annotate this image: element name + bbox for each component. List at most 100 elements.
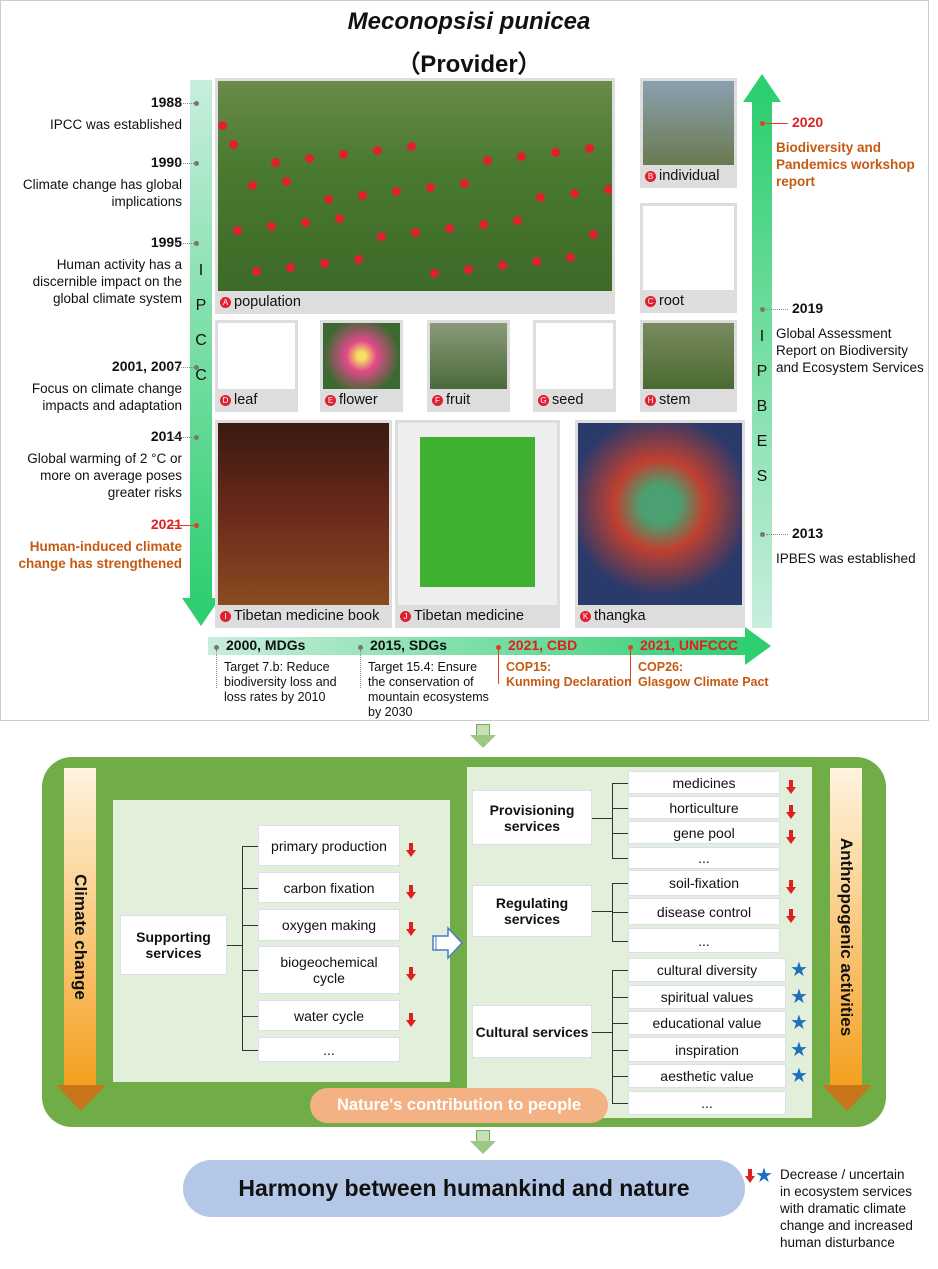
service-item: soil-fixation	[628, 870, 780, 896]
flower-mark	[358, 191, 367, 200]
ipbes-letter: P	[756, 363, 768, 380]
flower-mark	[339, 150, 348, 159]
legend-line: in ecosystem services	[780, 1184, 913, 1199]
timeline-dot	[194, 365, 199, 370]
ipbes-event-text: Biodiversity and	[776, 140, 882, 155]
service-item: inspiration	[628, 1037, 786, 1062]
provider-panel	[0, 0, 929, 721]
timeline-dot	[194, 161, 199, 166]
flower-mark	[585, 144, 594, 153]
ipcc-event-text: Climate change has global	[22, 177, 182, 192]
photo-image	[643, 206, 734, 290]
photo-label: fruit	[446, 392, 471, 408]
down-arrowhead-icon	[470, 735, 496, 748]
ipbes-letter: S	[756, 468, 768, 485]
anthropogenic-arrow	[830, 768, 862, 1086]
photo-image	[323, 323, 400, 389]
connector-line	[168, 243, 194, 244]
decrease-arrow-icon	[786, 908, 796, 923]
service-item: aesthetic value	[628, 1064, 786, 1088]
ipcc-event-year: 2001, 2007	[111, 358, 182, 374]
ipcc-event-text: Human activity has a	[56, 257, 182, 272]
flower-mark	[570, 189, 579, 198]
flower-mark	[354, 255, 363, 264]
flower-mark	[252, 267, 261, 276]
goal-dot	[496, 645, 501, 650]
decrease-arrow-icon	[406, 1012, 416, 1027]
ipcc-event-text: discernible impact on the	[32, 274, 182, 289]
flower-mark	[566, 253, 575, 262]
goal-text: by 2030	[368, 705, 413, 719]
service-item: medicines	[628, 771, 780, 794]
decrease-arrow-icon	[786, 880, 796, 894]
ipcc-event-text: greater risks	[107, 485, 182, 500]
species-title: Meconopsisi punicea	[347, 8, 591, 35]
ipcc-event-text: impacts and adaptation	[42, 398, 182, 413]
decrease-arrow-icon	[745, 1169, 755, 1183]
flower-mark	[218, 121, 227, 130]
flower-mark	[373, 146, 382, 155]
tree-line	[612, 782, 628, 784]
down-arrowhead-2-icon	[470, 1141, 496, 1154]
photo-badge: B	[645, 171, 656, 182]
decrease-arrow-icon	[406, 884, 416, 899]
uncertain-star-icon: ★	[790, 1065, 808, 1087]
ipcc-event-year: 2021	[150, 516, 182, 532]
ipbes-event-year: 2020	[792, 114, 824, 130]
photo-image	[218, 423, 389, 605]
photo-label: Tibetan medicine	[414, 608, 524, 624]
tree-line	[242, 845, 243, 1050]
tree-line	[612, 782, 613, 858]
photo-badge: J	[400, 611, 411, 622]
legend-line: with dramatic climate	[780, 1201, 907, 1216]
tree-line	[227, 945, 242, 946]
cultural-services-box: Cultural services	[472, 1005, 592, 1058]
flower-mark	[517, 152, 526, 161]
flower-mark	[335, 214, 344, 223]
flower-mark	[430, 269, 439, 278]
ipbes-event-text: Pandemics workshop	[776, 157, 915, 172]
tree-line	[612, 883, 628, 884]
ipcc-letter: P	[195, 297, 207, 314]
goal-dot	[214, 645, 219, 650]
tree-line	[612, 911, 628, 913]
goal-text: Glasgow Climate Pact	[638, 675, 769, 689]
photo-label: stem	[659, 392, 691, 408]
ipbes-event-year: 2019	[792, 300, 824, 316]
tree-line	[612, 1023, 628, 1024]
decrease-arrow-icon	[786, 779, 796, 794]
tree-line	[612, 970, 628, 971]
ncp-label: Nature's contribution to people	[310, 1088, 608, 1123]
timeline-dot	[194, 435, 199, 440]
decrease-arrow-icon	[786, 804, 796, 819]
connector-line	[766, 534, 788, 535]
connector-line	[168, 437, 194, 438]
flower-mark	[483, 156, 492, 165]
connector-line	[766, 309, 788, 310]
goal-text: COP15:	[506, 660, 552, 674]
ipcc-arrow	[190, 80, 212, 600]
regulating-label: Regulating	[495, 895, 569, 911]
goal-text: loss rates by 2010	[224, 690, 326, 704]
ipcc-letter: C	[195, 332, 207, 349]
decrease-arrow-icon	[406, 842, 416, 857]
photo-label: flower	[339, 392, 378, 408]
goal-connector	[630, 650, 631, 684]
goal-text: the conservation of	[368, 675, 474, 689]
flower-mark	[282, 177, 291, 186]
ipcc-event-text: Focus on climate change	[31, 381, 182, 396]
goal-title: 2021, UNFCCC	[640, 637, 739, 653]
flower-mark	[407, 142, 416, 151]
legend-line: Decrease / uncertain	[780, 1167, 905, 1182]
decrease-arrow-icon	[406, 967, 416, 981]
photo-badge: K	[580, 611, 591, 622]
flower-mark	[589, 230, 598, 239]
